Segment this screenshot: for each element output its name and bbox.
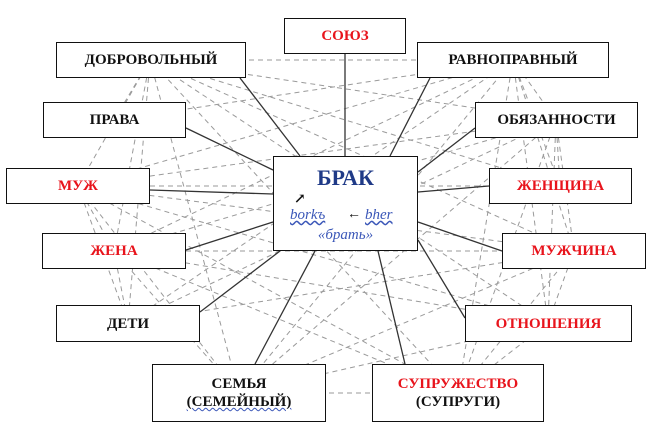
node-label: СОЮЗ: [321, 28, 369, 44]
dashed-link: [127, 59, 514, 324]
node-label: МУЖЧИНА: [531, 243, 617, 259]
dashed-link: [77, 59, 514, 187]
solid-link: [185, 221, 274, 251]
dashed-link: [113, 119, 557, 252]
solid-link: [417, 239, 466, 319]
node-label: МУЖ: [58, 178, 98, 194]
solid-link: [417, 221, 503, 252]
node-label: ДЕТИ: [107, 315, 149, 332]
etymology-word-bher: bher: [365, 207, 393, 223]
node-label-line1: СЕМЬЯ: [211, 376, 267, 392]
arrow-left-icon: ←: [347, 207, 361, 222]
solid-link: [377, 250, 406, 365]
solid-link: [254, 250, 316, 365]
node-muzh[interactable]: МУЖ: [6, 168, 150, 204]
center-node-brak[interactable]: БРАК ↗ borkъ ← bher «брать»: [273, 156, 418, 251]
node-zhenshchina[interactable]: ЖЕНЩИНА: [489, 168, 632, 204]
solid-link: [417, 185, 490, 193]
node-label-line2: (СУПРУГИ): [415, 394, 501, 410]
dashed-link: [238, 250, 575, 394]
node-prava[interactable]: ПРАВА: [43, 102, 186, 138]
node-muzhchina[interactable]: МУЖЧИНА: [502, 233, 646, 269]
solid-link: [149, 189, 274, 195]
arrow-up-right-icon: ↗: [294, 192, 306, 207]
etymology-word-borkъ: borkъ: [290, 207, 326, 223]
dashed-link: [149, 59, 575, 252]
dashed-link: [77, 185, 240, 394]
solid-link: [239, 77, 301, 157]
node-zhena[interactable]: ЖЕНА: [42, 233, 186, 269]
node-label: ОБЯЗАННОСТИ: [497, 112, 616, 128]
node-label: ОТНОШЕНИЯ: [495, 315, 602, 332]
node-label: ПРАВА: [89, 112, 140, 128]
node-label-line2: (СЕМЕЙНЫЙ): [186, 394, 292, 410]
solid-link: [417, 127, 476, 173]
node-obyazannosti[interactable]: ОБЯЗАННОСТИ: [475, 102, 638, 138]
node-semya[interactable]: СЕМЬЯ (СЕМЕЙНЫЙ): [152, 364, 326, 422]
dashed-link: [77, 185, 575, 252]
dashed-link: [127, 59, 151, 324]
node-label: РАВНОПРАВНЫЙ: [448, 52, 578, 68]
dashed-link: [547, 119, 557, 324]
center-title: БРАК: [316, 165, 374, 190]
dashed-link: [238, 119, 557, 394]
node-ravnopravny[interactable]: РАВНОПРАВНЫЙ: [417, 42, 609, 78]
dashed-link: [113, 59, 514, 252]
solid-link: [389, 77, 431, 157]
dashed-link: [113, 250, 549, 324]
solid-link: [185, 127, 274, 171]
node-suprugestvo[interactable]: СУПРУЖЕСТВО (СУПРУГИ): [372, 364, 544, 422]
node-label: ДОБРОВОЛЬНЫЙ: [84, 52, 218, 68]
solid-link: [199, 250, 281, 313]
node-label: ЖЕНА: [90, 243, 138, 259]
node-deti[interactable]: ДЕТИ: [56, 305, 200, 342]
node-label-line1: СУПРУЖЕСТВО: [397, 376, 519, 392]
node-soyuz[interactable]: СОЮЗ: [284, 18, 406, 54]
node-label: ЖЕНЩИНА: [516, 178, 605, 194]
node-dobrovolny[interactable]: ДОБРОВОЛЬНЫЙ: [56, 42, 246, 78]
etymology-meaning: «брать»: [317, 227, 374, 243]
node-otnosheniya[interactable]: ОТНОШЕНИЯ: [465, 305, 632, 342]
dashed-link: [77, 185, 459, 394]
dashed-link: [127, 250, 575, 324]
